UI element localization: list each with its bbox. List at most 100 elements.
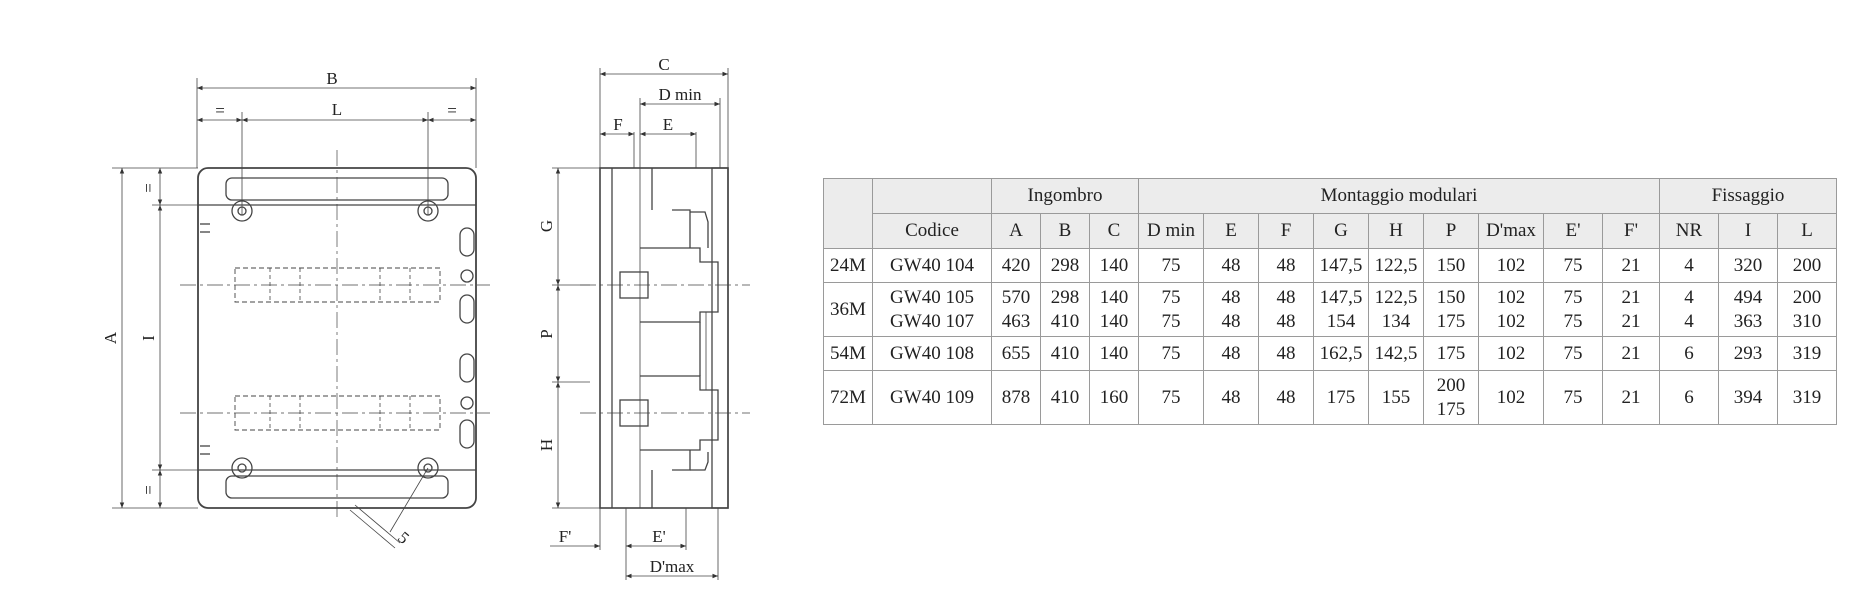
cell-value: 878	[1001, 386, 1031, 408]
cell-codice: GW40 109	[872, 370, 992, 425]
dim-label-eq-left: =	[215, 101, 225, 120]
dim-label-l: L	[332, 100, 342, 119]
cell-value: 48	[1221, 254, 1241, 276]
cell-a: 420	[991, 248, 1041, 283]
cell-h: 122,5	[1368, 248, 1424, 283]
cell-value: 150	[1436, 286, 1466, 308]
cell-value: 175	[1436, 342, 1466, 364]
side-view	[550, 68, 750, 580]
cell-value: 298	[1050, 254, 1080, 276]
cell-value: 147,5	[1319, 286, 1363, 308]
dim-label-i: I	[139, 335, 158, 341]
cell-nr: 6	[1659, 336, 1719, 371]
dim-label-g: G	[537, 220, 556, 232]
cell-l: 200	[1777, 248, 1837, 283]
cell-value: 48	[1221, 310, 1241, 332]
cell-value: 48	[1276, 310, 1296, 332]
cell-value: 570	[1001, 286, 1031, 308]
dim-label-fp: F'	[559, 527, 572, 546]
cell-value: 48	[1276, 342, 1296, 364]
dim-label-dmax: D'max	[650, 557, 695, 576]
cell-value: GW40 105	[890, 286, 974, 308]
cell-value: GW40 108	[890, 342, 974, 364]
cell-nr: 4	[1659, 248, 1719, 283]
col-header-codice: Codice	[872, 213, 992, 249]
col-header-dmin: D min	[1138, 213, 1204, 249]
cell-value: 102	[1496, 386, 1526, 408]
col-header-f: F	[1258, 213, 1314, 249]
header-row-columns: Codice A B C D min E F G H P D'max E' F'…	[824, 213, 1837, 249]
cell-b: 298	[1040, 248, 1090, 283]
dim-label-five: 5	[394, 528, 413, 548]
cell-value: 75	[1563, 286, 1583, 308]
cell-a: 655	[991, 336, 1041, 371]
cell-value: GW40 104	[890, 254, 974, 276]
cell-value: 320	[1733, 254, 1763, 276]
cell-value: 410	[1050, 386, 1080, 408]
dim-label-eq-bottom: =	[139, 485, 158, 495]
dim-label-dmin: D min	[659, 85, 702, 104]
front-view	[112, 78, 490, 549]
cell-value: 463	[1001, 310, 1031, 332]
cell-size: 72M	[823, 370, 873, 425]
cell-value: 420	[1001, 254, 1031, 276]
cell-codice: GW40 108	[872, 336, 992, 371]
cell-value: 6	[1684, 386, 1694, 408]
cell-value: 655	[1001, 342, 1031, 364]
cell-value: 102	[1496, 286, 1526, 308]
dim-label-ep: E'	[652, 527, 665, 546]
cell-value: 6	[1684, 342, 1694, 364]
cell-value: 48	[1221, 286, 1241, 308]
spec-table: Ingombro Montaggio modulari Fissaggio Co…	[823, 178, 1837, 425]
cell-value: 175	[1436, 398, 1466, 420]
col-header-a: A	[991, 213, 1041, 249]
cell-nr: 6	[1659, 370, 1719, 425]
cell-value: 75	[1161, 386, 1181, 408]
cell-value: 75	[1161, 342, 1181, 364]
cell-value: GW40 109	[890, 386, 974, 408]
cell-value: 75	[1563, 386, 1583, 408]
cell-f: 48	[1258, 248, 1314, 283]
cell-i: 394	[1718, 370, 1778, 425]
technical-drawing: B L = = A I = = 5	[101, 55, 750, 580]
cell-value: 4	[1684, 286, 1694, 308]
cell-dmin: 75	[1138, 336, 1204, 371]
cell-dmin: 75	[1138, 248, 1204, 283]
cell-value: 162,5	[1319, 342, 1363, 364]
cell-h: 142,5	[1368, 336, 1424, 371]
cell-ep: 75	[1543, 336, 1603, 371]
cell-value: 200	[1792, 254, 1822, 276]
cell-value: 310	[1792, 310, 1822, 332]
cell-g: 162,5	[1313, 336, 1369, 371]
cell-value: 102	[1496, 254, 1526, 276]
dim-label-e: E	[663, 115, 673, 134]
cell-value: 140	[1099, 254, 1129, 276]
cell-e: 48	[1203, 370, 1259, 425]
cell-value: 48	[1276, 286, 1296, 308]
cell-value: 4	[1684, 310, 1694, 332]
cell-ep: 75	[1543, 370, 1603, 425]
cell-value: 140	[1099, 310, 1129, 332]
cell-value: 75	[1161, 254, 1181, 276]
side-view-labels: C D min F E G P H F' E' D'max	[537, 55, 702, 576]
col-header-h: H	[1368, 213, 1424, 249]
col-header-l: L	[1777, 213, 1837, 249]
col-header-fp: F'	[1602, 213, 1660, 249]
cell-l: 319	[1777, 370, 1837, 425]
header-group-fissaggio: Fissaggio	[1659, 178, 1837, 214]
cell-codice: GW40 104	[872, 248, 992, 283]
col-header-b: B	[1040, 213, 1090, 249]
col-header-dmax: D'max	[1478, 213, 1544, 249]
dim-label-p: P	[537, 329, 556, 338]
cell-value: 48	[1221, 342, 1241, 364]
cell-value: 75	[1563, 310, 1583, 332]
col-header-i: I	[1718, 213, 1778, 249]
